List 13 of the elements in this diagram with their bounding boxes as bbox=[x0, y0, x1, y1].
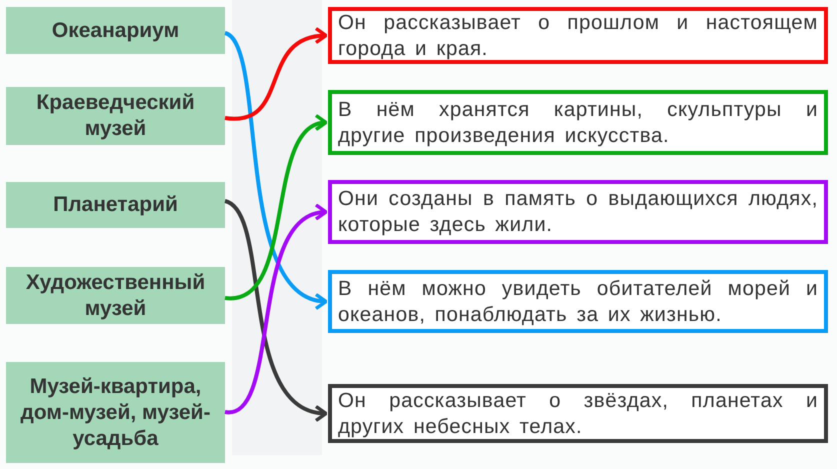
description-box: Он рассказывает о звёздах, планетах и других небесных телах. bbox=[328, 384, 828, 443]
arrow bbox=[224, 116, 328, 300]
description-box: В нём можно увидеть обитателей морей и океанов, понаблюдать за их жизнью. bbox=[328, 270, 828, 333]
description-box: Они созданы в память о выдающихся людях, которые здесь жили. bbox=[328, 180, 828, 244]
arrow bbox=[224, 28, 328, 120]
museum-label: Океанариум bbox=[6, 7, 225, 54]
museum-label: Музей-квартира, дом-музей, музей-усадьба bbox=[6, 362, 225, 463]
arrow bbox=[224, 31, 328, 308]
museum-label: Художественный музей bbox=[6, 267, 225, 324]
description-box: Он рассказывает о прошлом и настоящем города и края. bbox=[328, 7, 828, 64]
museum-label: Краеведческий музей bbox=[6, 87, 225, 145]
description-box: В нём хранятся картины, скульптуры и другие произведения искусства. bbox=[328, 90, 828, 155]
museum-label: Планетарий bbox=[6, 182, 225, 228]
